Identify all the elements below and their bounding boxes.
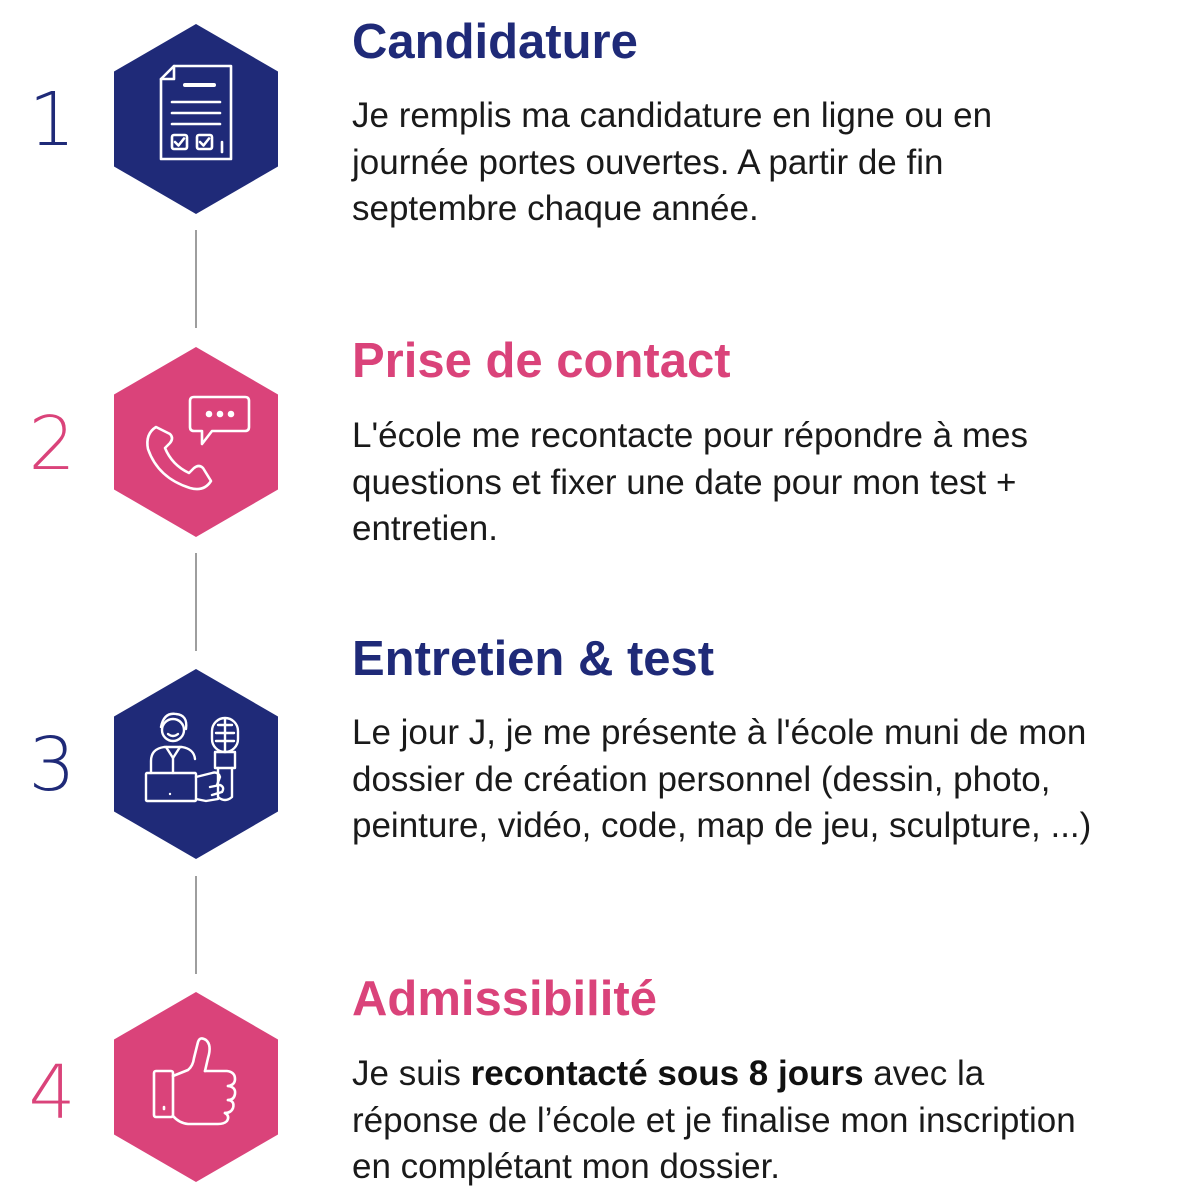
connector-line [195,876,197,974]
step-title: Admissibilité [352,972,657,1026]
thumbs-up-icon [152,1037,237,1126]
step-title: Candidature [352,15,638,69]
step-hexagon [114,347,278,537]
description-text: avec la réponse de l’école et je finalis… [352,1054,1076,1186]
step-hexagon [114,992,278,1182]
step-hexagon [114,669,278,859]
step-description: L'école me recontacte pour répondre à me… [352,416,1028,548]
step-description: Je remplis ma candidature en ligne ou en… [352,96,993,228]
step-description: Je suis recontacté sous 8 jours avec la … [352,1051,1112,1191]
interview-microphone-icon [144,712,240,803]
phone-chat-icon [146,395,251,491]
description-emphasis: recontacté sous 8 jours [470,1054,864,1093]
step-title: Entretien & test [352,632,715,686]
step-number: 4 [28,1050,76,1136]
step-title: Prise de contact [352,334,731,388]
step-number: 1 [28,77,76,163]
step-number: 3 [28,722,76,808]
step-hexagon [114,24,278,214]
connector-line [195,553,197,651]
step-number: 2 [28,401,76,487]
connector-line [195,230,197,328]
step-description: Le jour J, je me présente à l'école muni… [352,713,1092,845]
application-form-icon [159,64,233,161]
description-text: Je suis [352,1054,471,1093]
